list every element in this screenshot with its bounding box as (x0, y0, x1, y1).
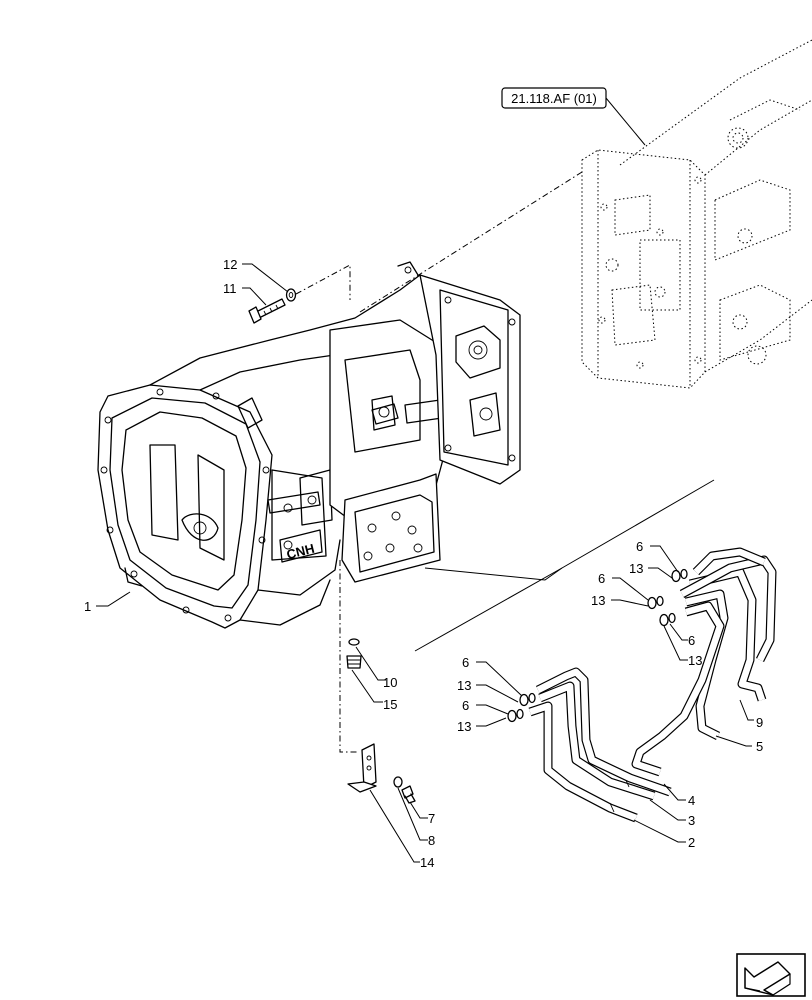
callouts: 1 11 12 10 15 7 8 14 6 13 6 13 6 13 (84, 257, 763, 870)
callout-1[interactable]: 1 (84, 599, 91, 614)
callout-15[interactable]: 15 (383, 697, 397, 712)
pipe-9 (688, 567, 767, 702)
next-page-arrow-icon[interactable] (736, 953, 806, 997)
callout-2[interactable]: 2 (688, 835, 695, 850)
callout-6-e[interactable]: 6 (462, 698, 469, 713)
callout-6-b[interactable]: 6 (598, 571, 605, 586)
callout-8[interactable]: 8 (428, 833, 435, 848)
callout-13-b[interactable]: 13 (591, 593, 605, 608)
callout-4[interactable]: 4 (688, 793, 695, 808)
pipe-group-leader-upper (424, 479, 715, 581)
screw-7 (401, 785, 416, 804)
callout-11[interactable]: 11 (223, 281, 237, 296)
o-rings (507, 568, 688, 723)
callout-13-d[interactable]: 13 (457, 678, 471, 693)
washer-12 (285, 288, 297, 302)
reference-leader (605, 97, 646, 146)
casting-logo: CNH (285, 541, 316, 562)
pipe-4 (535, 667, 672, 797)
callout-12[interactable]: 12 (223, 257, 237, 272)
bracket-14 (347, 743, 377, 793)
callout-7[interactable]: 7 (428, 811, 435, 826)
reference-label[interactable]: 21.118.AF (01) (501, 87, 607, 109)
bolt-11 (248, 298, 286, 324)
alignment-lines (295, 171, 583, 753)
callout-3[interactable]: 3 (688, 813, 695, 828)
callout-13-c[interactable]: 13 (688, 653, 702, 668)
pipe-2 (528, 701, 638, 823)
seal-10 (348, 638, 360, 646)
callout-6-d[interactable]: 6 (462, 655, 469, 670)
pipe-loop-main (631, 547, 766, 777)
reference-label-text: 21.118.AF (01) (511, 91, 597, 106)
callout-9[interactable]: 9 (756, 715, 763, 730)
reference-transmission-housing (581, 39, 812, 389)
washer-8 (393, 776, 403, 788)
pipe-group-leader-lower (414, 567, 563, 652)
plug-15 (346, 655, 362, 669)
transmission-housing: CNH (97, 261, 521, 629)
callout-13-e[interactable]: 13 (457, 719, 471, 734)
callout-10[interactable]: 10 (383, 675, 397, 690)
callout-6-a[interactable]: 6 (636, 539, 643, 554)
callout-5[interactable]: 5 (756, 739, 763, 754)
callout-6-c[interactable]: 6 (688, 633, 695, 648)
callout-13-a[interactable]: 13 (629, 561, 643, 576)
callout-14[interactable]: 14 (420, 855, 434, 870)
